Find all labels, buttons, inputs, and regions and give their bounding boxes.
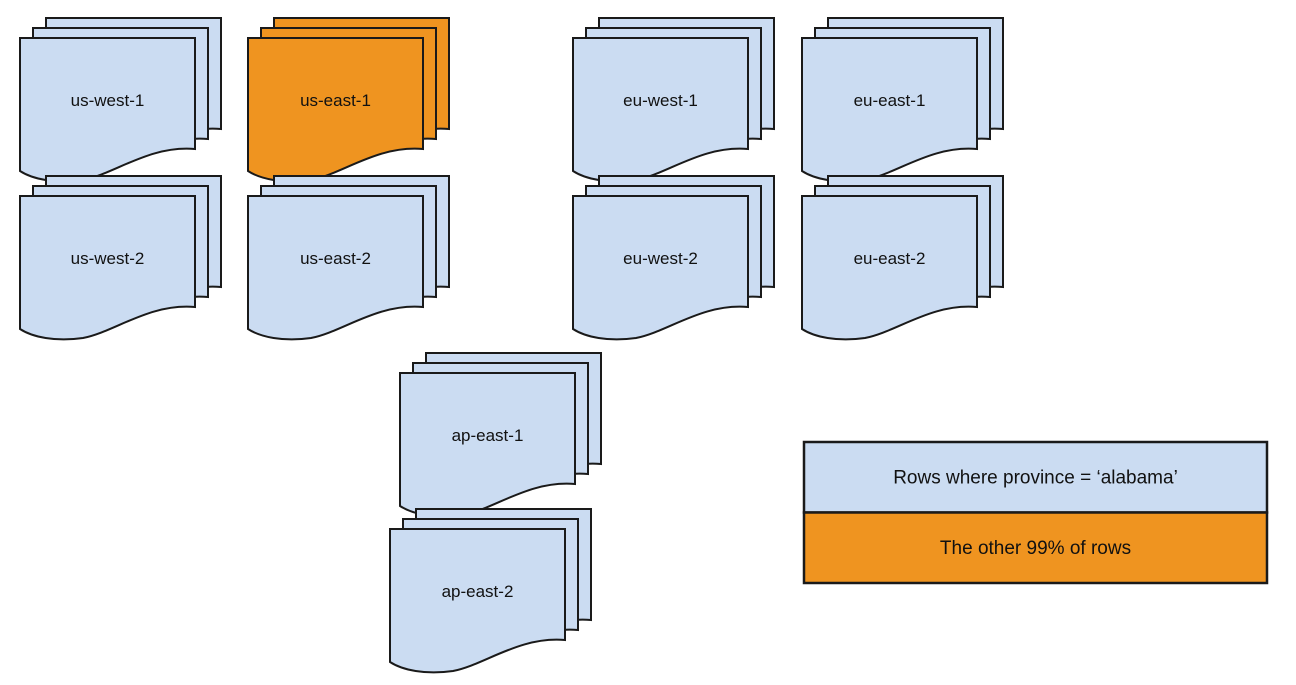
region-stack-eu-west-1[interactable]: eu-west-1	[572, 17, 775, 183]
region-sheet-front-eu-west-2	[572, 195, 749, 341]
region-stack-us-east-2[interactable]: us-east-2	[247, 175, 450, 341]
region-stack-ap-east-1[interactable]: ap-east-1	[399, 352, 602, 518]
region-stack-us-west-1[interactable]: us-west-1	[19, 17, 222, 183]
region-stack-eu-east-1[interactable]: eu-east-1	[801, 17, 1004, 183]
region-stack-eu-west-2[interactable]: eu-west-2	[572, 175, 775, 341]
region-sheet-front-us-west-2	[19, 195, 196, 341]
region-stack-us-east-1[interactable]: us-east-1	[247, 17, 450, 183]
legend-row-legend-matching[interactable]: Rows where province = ‘alabama’	[802, 440, 1269, 514]
region-sheet-front-ap-east-2	[389, 528, 566, 674]
region-stack-eu-east-2[interactable]: eu-east-2	[801, 175, 1004, 341]
region-sheet-front-eu-west-1	[572, 37, 749, 183]
region-sheet-front-us-east-1	[247, 37, 424, 183]
region-sheet-front-eu-east-1	[801, 37, 978, 183]
legend-swatch-legend-other	[802, 511, 1269, 585]
legend: Rows where province = ‘alabama’The other…	[802, 440, 1269, 585]
region-sheet-front-ap-east-1	[399, 372, 576, 518]
region-sheet-front-us-west-1	[19, 37, 196, 183]
region-stack-us-west-2[interactable]: us-west-2	[19, 175, 222, 341]
region-stack-ap-east-2[interactable]: ap-east-2	[389, 508, 592, 674]
region-sheet-front-eu-east-2	[801, 195, 978, 341]
legend-swatch-legend-matching	[802, 440, 1269, 514]
legend-row-legend-other[interactable]: The other 99% of rows	[802, 511, 1269, 585]
region-sheet-front-us-east-2	[247, 195, 424, 341]
